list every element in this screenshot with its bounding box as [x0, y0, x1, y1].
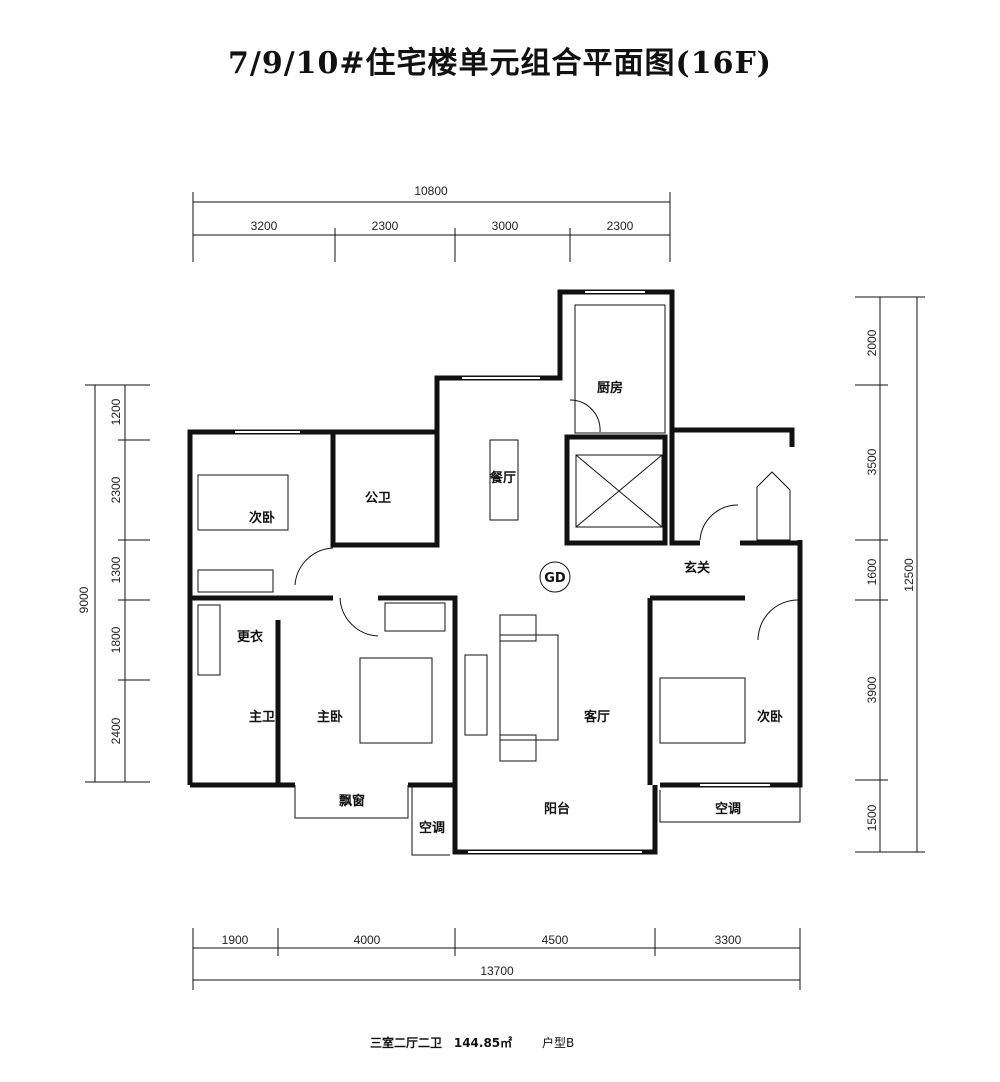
dim-bottom-2: 4000: [354, 933, 381, 947]
room-bedroom2-right: 次卧: [757, 709, 783, 725]
unit-summary: 三室二厅二卫 144.85㎡ 户型B: [370, 1034, 574, 1051]
dim-top-3: 3000: [492, 219, 519, 233]
dim-left-2: 2300: [109, 476, 123, 503]
right-dimensions: [855, 296, 925, 853]
unit-layout: 三室二厅二卫: [370, 1036, 443, 1050]
dim-bottom-4: 3300: [715, 933, 742, 947]
dim-left-total: 9000: [77, 586, 91, 613]
top-dimensions: [192, 192, 671, 262]
dim-top-4: 2300: [607, 219, 634, 233]
room-dining: 餐厅: [489, 470, 516, 486]
dim-left-5: 2400: [109, 717, 123, 744]
dim-right-1: 2000: [865, 329, 879, 356]
room-bedroom2-left: 次卧: [249, 510, 275, 526]
dim-right-5: 1500: [865, 804, 879, 831]
left-dimensions: [85, 384, 150, 783]
unit-area: 144.85㎡: [453, 1036, 513, 1050]
room-master-bath: 主卫: [249, 709, 275, 725]
room-ac-left: 空调: [419, 820, 445, 836]
furniture: [197, 304, 746, 762]
room-balcony: 阳台: [544, 801, 570, 817]
dim-right-total: 12500: [902, 558, 916, 592]
dim-right-2: 3500: [865, 448, 879, 475]
dim-bottom-1: 1900: [222, 933, 249, 947]
room-ac-right: 空调: [715, 801, 741, 817]
windows: [235, 291, 770, 853]
dim-top-2: 2300: [372, 219, 399, 233]
dim-bottom-3: 4500: [542, 933, 569, 947]
dim-right-4: 3900: [865, 676, 879, 703]
room-bay-window: 飘窗: [339, 793, 365, 809]
page-title: 7/9/10#住宅楼单元组合平面图(16F): [228, 46, 772, 81]
dim-right-3: 1600: [865, 558, 879, 585]
dim-bottom-total: 13700: [480, 964, 514, 978]
interior-walls: [190, 399, 800, 785]
dim-top-1: 3200: [251, 219, 278, 233]
room-public-bath: 公卫: [365, 491, 391, 506]
dim-left-3: 1300: [109, 556, 123, 583]
unit-type: 户型B: [541, 1036, 575, 1050]
dim-left-1: 1200: [109, 398, 123, 425]
bottom-dimensions: [192, 928, 801, 990]
room-gd: GD: [544, 571, 566, 586]
dim-left-4: 1800: [109, 626, 123, 653]
room-foyer: 玄关: [684, 560, 710, 576]
room-living: 客厅: [584, 709, 610, 725]
room-kitchen: 厨房: [597, 380, 623, 396]
room-master-bedroom: 主卧: [317, 709, 343, 725]
room-labels: 次卧 公卫 餐厅 厨房 GD 玄关 更衣 主卫 主卧 客厅 次卧 飘窗 阳台 空…: [237, 380, 783, 836]
room-dressing: 更衣: [237, 629, 263, 645]
dim-top-total: 10800: [414, 184, 448, 198]
